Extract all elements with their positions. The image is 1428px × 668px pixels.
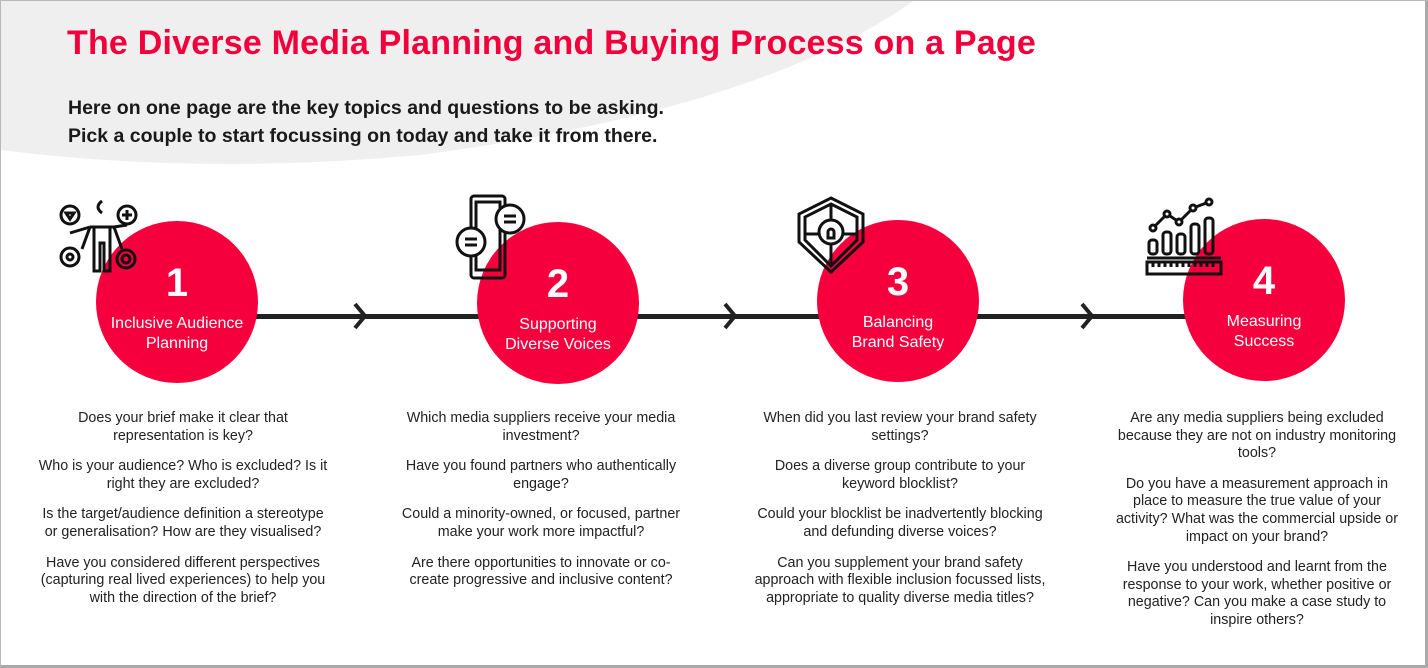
question: Are any media suppliers being excluded b… xyxy=(1117,410,1397,462)
step-label-line: Inclusive Audience xyxy=(110,315,244,332)
chevron-right-icon xyxy=(723,302,738,330)
chart-ruler-icon xyxy=(1145,197,1223,276)
question: Is the target/audience definition a ster… xyxy=(42,506,324,540)
question: Do you have a measurement approach in pl… xyxy=(1115,475,1399,545)
step-label-line: Supporting xyxy=(519,316,597,333)
question: When did you last review your brand safe… xyxy=(763,410,1037,444)
step-number: 1 xyxy=(165,261,189,305)
step-label-line: Success xyxy=(1233,333,1295,350)
question: Are there opportunities to innovate or c… xyxy=(409,554,673,589)
subtitle-line: Pick a couple to start focussing on toda… xyxy=(68,125,658,147)
phone-chat-icon xyxy=(455,194,526,280)
chevron-right-icon xyxy=(353,302,368,330)
question: Does a diverse group contribute to your … xyxy=(774,458,1026,492)
chevron-right-icon xyxy=(1080,302,1095,330)
step-3-questions: When did you last review your brand safe… xyxy=(752,410,1048,620)
step-label-line: Planning xyxy=(145,335,209,352)
step-label-line: Balancing xyxy=(862,314,934,331)
subtitle-line: Here on one page are the key topics and … xyxy=(68,97,664,119)
step-4-questions: Are any media suppliers being excluded b… xyxy=(1112,410,1402,643)
step-label-line: Measuring xyxy=(1226,313,1302,330)
step-number: 4 xyxy=(1252,259,1276,303)
background-swoosh xyxy=(0,0,915,164)
process-line xyxy=(250,314,1190,319)
step-number: 3 xyxy=(886,260,910,304)
shield-lock-icon xyxy=(797,196,865,274)
audience-person-icon xyxy=(59,199,138,273)
question: Which media suppliers receive your media… xyxy=(406,410,676,444)
step-number: 2 xyxy=(546,262,570,306)
question: Can you supplement your brand safety app… xyxy=(754,554,1046,606)
question: Have you found partners who authenticall… xyxy=(405,458,677,492)
question: Could your blocklist be inadvertently bl… xyxy=(757,506,1043,540)
question: Have you understood and learnt from the … xyxy=(1122,559,1392,628)
step-label-line: Brand Safety xyxy=(851,334,945,351)
step-1-questions: Does your brief make it clear that repre… xyxy=(35,410,331,620)
question: Could a minority-owned, or focused, part… xyxy=(401,506,681,540)
step-2-questions: Which media suppliers receive your media… xyxy=(393,410,689,603)
question: Have you considered different perspectiv… xyxy=(40,554,326,606)
page-title: The Diverse Media Planning and Buying Pr… xyxy=(67,24,1036,62)
question: Does your brief make it clear that repre… xyxy=(78,410,288,444)
subtitle: Here on one page are the key topics and … xyxy=(68,94,664,150)
question: Who is your audience? Who is excluded? I… xyxy=(38,458,328,492)
step-label-line: Diverse Voices xyxy=(505,336,611,353)
